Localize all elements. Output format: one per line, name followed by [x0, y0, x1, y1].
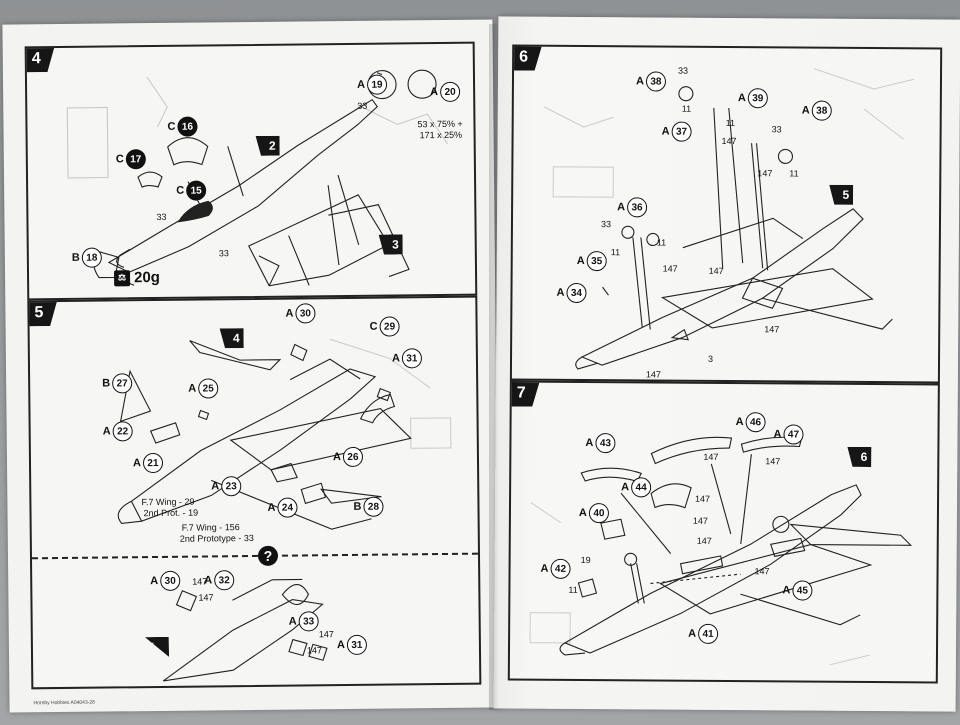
step-5-panel: 5 — [27, 295, 482, 690]
sub-assembly-flag: 5 — [829, 185, 853, 205]
step-number: 7 — [510, 380, 540, 406]
instruction-sheet-right: 6 — [493, 16, 960, 712]
sub-assembly-flag: 2 — [256, 136, 280, 156]
paint-code: 147 — [692, 515, 708, 526]
sub-assembly-flag: 3 — [379, 234, 403, 254]
paint-code: 11 — [681, 103, 692, 114]
weight-icon: ⚖ — [113, 269, 131, 286]
paint-code: 3 — [708, 353, 714, 364]
variant-divider — [31, 552, 478, 560]
variant-note-line: F.7 Wing - 156 — [181, 522, 240, 533]
paint-code: 147 — [696, 535, 712, 546]
paint-mix-line-1: 53 x 75% + — [417, 118, 463, 130]
variant-note-line: 2nd Prot. - 19 — [143, 507, 199, 519]
step-7-drawing — [529, 436, 913, 666]
paint-code: 147 — [765, 456, 781, 467]
paint-code: 11 — [568, 584, 578, 595]
step-6-panel: 6 — [509, 44, 943, 384]
paint-code: 147 — [754, 566, 770, 577]
paint-code: 147 — [708, 265, 724, 276]
paint-code: 33 — [678, 65, 689, 76]
paint-code: 11 — [725, 117, 736, 129]
paint-code: 147 — [192, 576, 208, 587]
paint-code: 147 — [645, 369, 661, 380]
paint-mix-line-2: 171 x 25% — [419, 129, 463, 141]
instruction-sheet-left: 4 — [2, 19, 500, 713]
step-7-panel: 7 — [507, 380, 940, 684]
step-number: 6 — [512, 44, 542, 70]
step-6-drawing — [543, 68, 915, 370]
paint-code: 33 — [357, 100, 368, 111]
paint-code: 147 — [721, 135, 737, 147]
nose-weight: ⚖20g — [113, 269, 160, 286]
paint-code: 11 — [656, 237, 667, 248]
paint-code: 147 — [318, 629, 334, 640]
sheet-fold-shadow — [489, 24, 499, 710]
paint-code: 147 — [695, 493, 711, 504]
paint-code: 147 — [306, 645, 323, 656]
footer-code: Hornby Hobbies A04043-28 — [33, 699, 95, 707]
step-4-panel: 4 — [24, 41, 478, 301]
paint-code: 19 — [580, 554, 591, 566]
paint-code: 11 — [789, 168, 799, 179]
sub-assembly-flag: 4 — [220, 328, 244, 348]
paint-code: 147 — [662, 263, 678, 274]
sub-assembly-flag: 6 — [847, 447, 871, 467]
paint-code: 147 — [757, 168, 773, 179]
variant-note-line: 2nd Prototype - 33 — [179, 532, 254, 544]
variant-note-line: F.7 Wing - 29 — [141, 496, 195, 508]
paint-code: 33 — [156, 211, 167, 222]
paint-code: 33 — [218, 248, 229, 259]
sub-assembly-flag: 4 — [145, 637, 169, 657]
step-number: 4 — [25, 46, 55, 72]
question-icon: ? — [257, 545, 279, 566]
paint-code: 147 — [764, 324, 780, 335]
paint-code: 11 — [610, 247, 621, 258]
paint-code: 33 — [600, 219, 612, 230]
paint-code: 33 — [771, 124, 782, 135]
paint-code: 147 — [703, 451, 719, 462]
paint-code: 147 — [198, 592, 214, 603]
step-number: 5 — [27, 300, 57, 326]
